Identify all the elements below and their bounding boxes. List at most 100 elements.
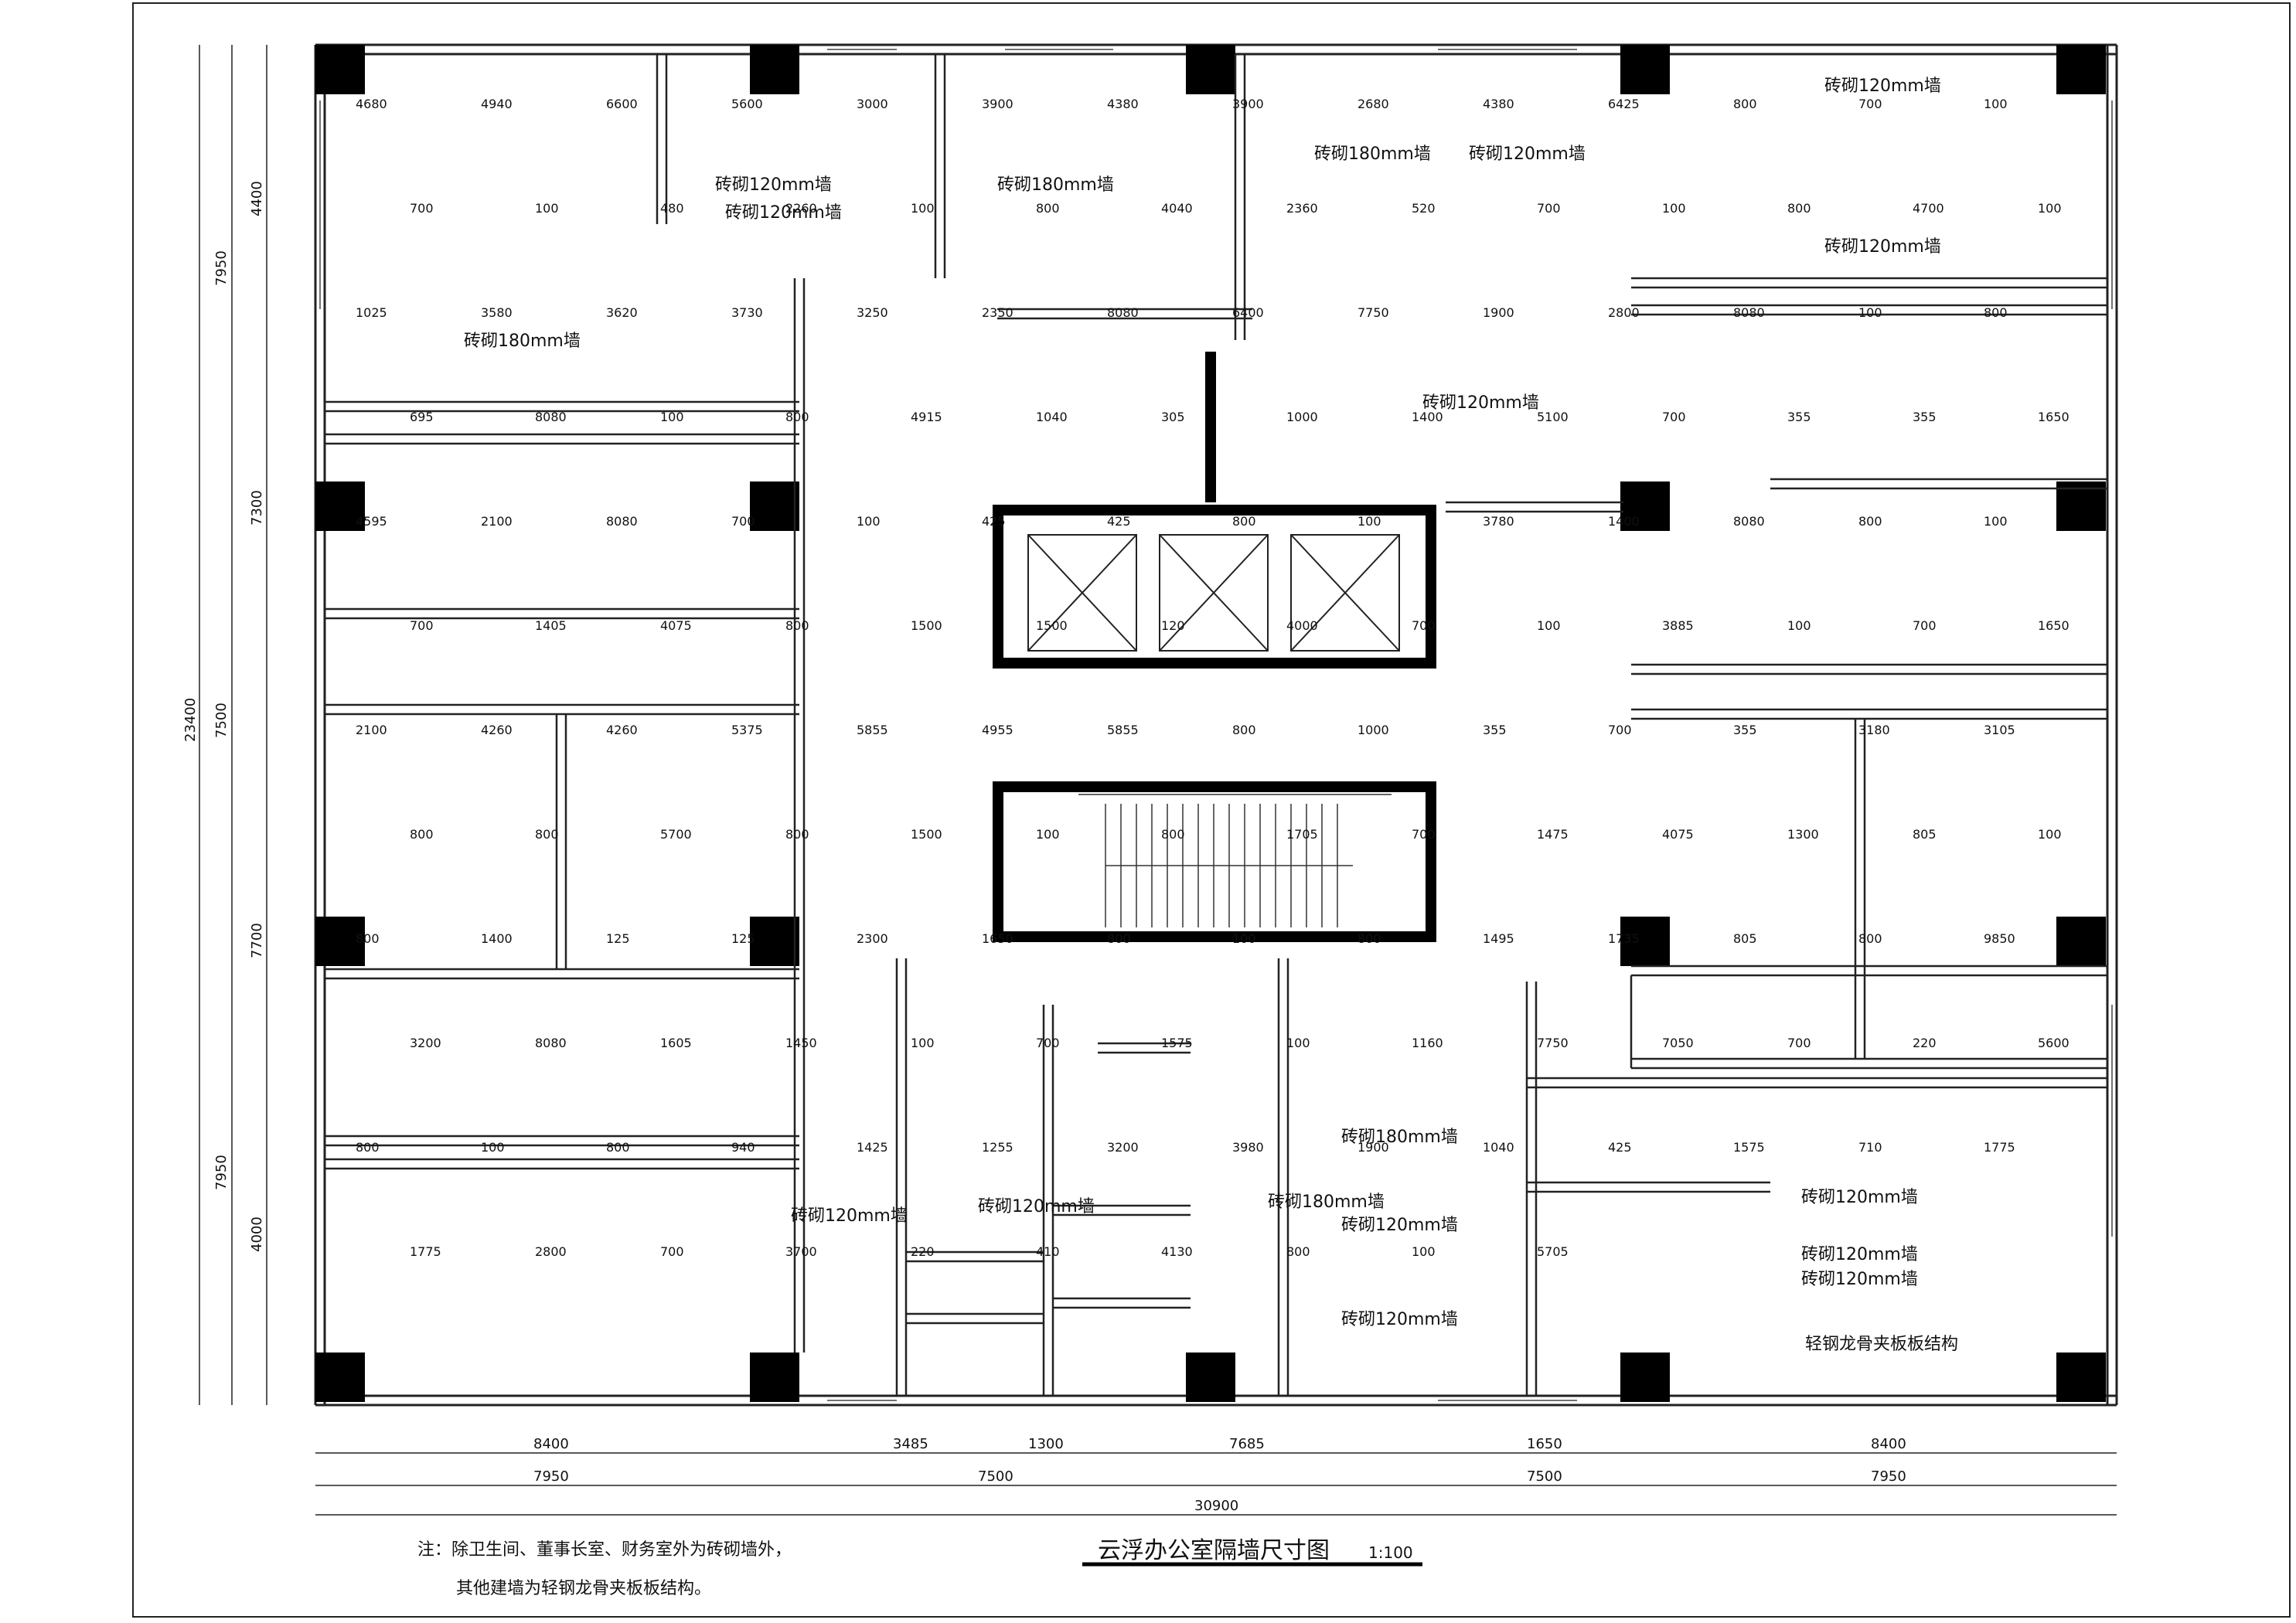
dim-label: 800 — [1787, 201, 1811, 216]
dim-label: 3000 — [857, 97, 888, 111]
dim-label: 700 — [410, 618, 434, 633]
dim-label: 2260 — [785, 201, 817, 216]
dim-label: 100 — [1662, 201, 1686, 216]
wall-material-labels: 砖砌120mm墙砖砌120mm墙砖砌180mm墙砖砌180mm墙砖砌120mm墙… — [464, 77, 1958, 1354]
partition-walls — [325, 54, 2107, 1396]
dim-label: 800 — [356, 931, 380, 946]
dim-label: 800 — [785, 618, 809, 633]
dim-label: 425 — [982, 514, 1006, 529]
dim-label: 4595 — [356, 514, 387, 529]
dim-label: 4380 — [1107, 97, 1139, 111]
dim-label: 7500 — [978, 1468, 1013, 1485]
dim-label: 355 — [1913, 410, 1937, 424]
dim-label: 5705 — [1537, 1244, 1569, 1259]
dim-label: 805 — [1913, 827, 1937, 842]
dim-label: 100 — [660, 410, 684, 424]
dim-label: 1705 — [1286, 827, 1318, 842]
dim-label: 700 — [1662, 410, 1686, 424]
wall-material-label: 砖砌120mm墙 — [1341, 1310, 1458, 1329]
dim-label: 3900 — [1232, 97, 1264, 111]
dim-label: 410 — [1036, 1244, 1060, 1259]
dim-label: 4075 — [1662, 827, 1694, 842]
dim-label: 8080 — [606, 514, 638, 529]
dim-label: 4040 — [1161, 201, 1193, 216]
dim-label: 700 — [1858, 97, 1882, 111]
wall-material-label: 砖砌120mm墙 — [715, 175, 832, 195]
dim-label: 4915 — [911, 410, 942, 424]
dim-label: 520 — [1412, 201, 1436, 216]
wall-material-label: 砖砌120mm墙 — [1801, 1188, 1918, 1207]
dim-label: 220 — [911, 1244, 935, 1259]
dim-label: 1300 — [1787, 827, 1819, 842]
dim-label: 7500 — [213, 703, 230, 738]
dim-label: 1300 — [1028, 1436, 1064, 1452]
dim-label: 2100 — [481, 514, 513, 529]
dim-label: 4130 — [1161, 1244, 1193, 1259]
dim-label: 2680 — [1358, 97, 1389, 111]
dim-label: 800 — [1286, 1244, 1310, 1259]
dim-label: 695 — [410, 410, 434, 424]
dim-label: 6400 — [1232, 305, 1264, 320]
dim-label: 220 — [1913, 1036, 1937, 1050]
dim-label: 8080 — [535, 1036, 567, 1050]
dim-label: 800 — [606, 1140, 630, 1155]
dim-label: 800 — [785, 827, 809, 842]
dim-label: 1000 — [1286, 410, 1318, 424]
dim-label: 700 — [1537, 201, 1561, 216]
structural-columns — [315, 45, 2106, 1402]
dim-label: 3580 — [481, 305, 513, 320]
dim-label: 3485 — [893, 1436, 928, 1452]
dim-label: 100 — [1858, 305, 1882, 320]
dim-label: 100 — [1412, 1244, 1436, 1259]
dim-label: 800 — [410, 827, 434, 842]
dim-label: 1500 — [911, 618, 942, 633]
dim-label: 4260 — [481, 723, 513, 737]
wall-material-label: 砖砌180mm墙 — [464, 332, 581, 351]
dim-label: 100 — [1984, 97, 2008, 111]
wall-material-label: 砖砌180mm墙 — [1268, 1193, 1385, 1212]
wall-material-label: 砖砌120mm墙 — [1801, 1270, 1918, 1289]
dim-label: 1025 — [356, 305, 387, 320]
dim-label: 1575 — [1161, 1036, 1193, 1050]
dim-label: 3900 — [982, 97, 1013, 111]
bottom-dims-row1: 8400 3485 1300 7685 1650 8400 — [533, 1436, 1906, 1452]
dim-label: 1475 — [1537, 827, 1569, 842]
dim-label: 800 — [1733, 97, 1757, 111]
dim-label: 8080 — [1733, 305, 1765, 320]
dim-label: 700 — [731, 514, 755, 529]
dim-label: 100 — [1358, 514, 1381, 529]
dim-label: 700 — [410, 201, 434, 216]
drawing-title: 云浮办公室隔墙尺寸图 — [1098, 1537, 1330, 1564]
wall-material-label: 砖砌120mm墙 — [1469, 145, 1586, 164]
wall-material-label: 砖砌120mm墙 — [1824, 237, 1941, 257]
dim-label: 1650 — [982, 931, 1013, 946]
dim-label: 800 — [1107, 931, 1131, 946]
dim-total-height-label: 23400 — [182, 698, 199, 742]
dim-label: 3700 — [785, 1244, 817, 1259]
dim-label: 120 — [1161, 618, 1185, 633]
wall-material-label: 砖砌120mm墙 — [1341, 1216, 1458, 1235]
exterior-walls — [314, 43, 2118, 1407]
note-line-2: 其他建墙为轻钢龙骨夹板板结构。 — [456, 1579, 711, 1598]
dim-label: 125 — [606, 931, 630, 946]
dim-label: 1500 — [911, 827, 942, 842]
wall-material-label: 砖砌180mm墙 — [997, 175, 1114, 195]
dim-label: 425 — [1608, 1140, 1632, 1155]
dim-label: 800 — [356, 1140, 380, 1155]
dim-label: 800 — [785, 410, 809, 424]
dim-label: 1160 — [1412, 1036, 1443, 1050]
dim-label: 355 — [1733, 723, 1757, 737]
dim-label: 3620 — [606, 305, 638, 320]
dim-label: 100 — [1537, 618, 1561, 633]
dim-label: 1900 — [1358, 1140, 1389, 1155]
dim-label: 2360 — [1286, 201, 1318, 216]
dim-label: 7300 — [249, 490, 265, 526]
dim-label: 4380 — [1483, 97, 1514, 111]
dim-label: 100 — [535, 201, 559, 216]
dim-label: 1775 — [410, 1244, 441, 1259]
dim-label: 7950 — [1871, 1468, 1906, 1485]
dim-label: 5855 — [857, 723, 888, 737]
dim-label: 5600 — [731, 97, 763, 111]
